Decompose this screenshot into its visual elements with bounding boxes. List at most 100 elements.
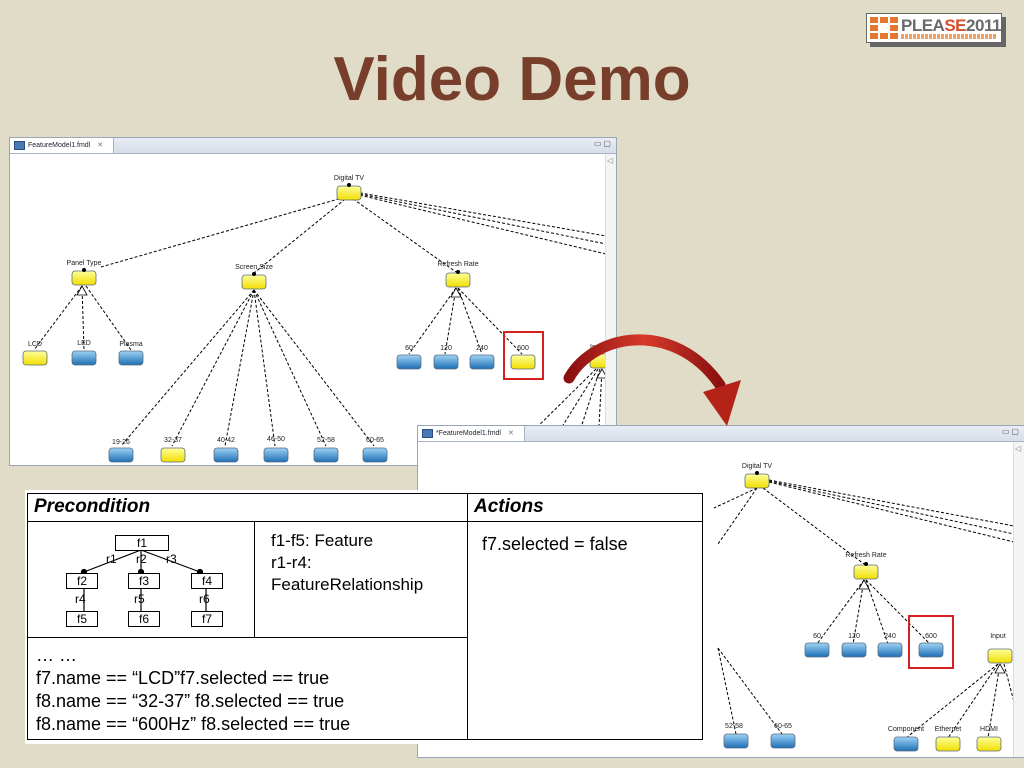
feature-nodes[interactable] xyxy=(22,185,606,463)
label-46-50: 46-50 xyxy=(267,436,285,443)
legend-cell: f1-f5: Feature r1-r4: FeatureRelationshi… xyxy=(254,521,468,638)
actions-cell: f7.selected = false xyxy=(467,521,703,740)
label-ethernet: Ethernet xyxy=(935,726,962,733)
label-240: 240 xyxy=(476,345,488,352)
condition-line: f8.name == “600Hz” f8.selected == true xyxy=(36,714,351,734)
actions-header: Actions xyxy=(467,493,703,522)
label-60-65: 60-65 xyxy=(366,437,384,444)
node-refresh-rate xyxy=(853,564,879,580)
legend-line: FeatureRelationship xyxy=(271,575,424,594)
condition-line: f7.name == “LCD”f7.selected == true xyxy=(36,668,330,688)
pattern-f4: f4 xyxy=(191,573,223,589)
node-panel-type xyxy=(71,270,97,286)
label-component: Component xyxy=(888,726,924,733)
editor-tab[interactable]: FeatureModel1.fmdl ✕ xyxy=(10,138,115,153)
logo-grid-icon xyxy=(870,17,898,39)
feature-nodes[interactable] xyxy=(723,473,1013,752)
close-icon[interactable]: ✕ xyxy=(97,142,104,149)
pattern-f6: f6 xyxy=(128,611,160,627)
selection-highlight xyxy=(908,615,954,669)
label-digital-tv: Digital TV xyxy=(742,463,773,470)
pattern-r3: r3 xyxy=(166,552,177,566)
model-file-icon xyxy=(14,141,25,150)
node-refresh-rate xyxy=(445,272,471,288)
label-panel-type: Panel Type xyxy=(67,260,102,267)
label-40-42: 40-42 xyxy=(217,437,235,444)
node-digital-tv xyxy=(744,473,770,489)
feature-model-canvas-2: Digital TV Refresh Rate Input 60 120 240… xyxy=(713,463,1014,752)
label-refresh-rate: Refresh Rate xyxy=(845,552,886,559)
node-120 xyxy=(433,354,459,370)
condition-line: … … xyxy=(36,645,78,665)
transformation-rule-table: Precondition Actions f1 r1 xyxy=(27,493,703,740)
editor-scrollbar[interactable]: ◁ xyxy=(1013,442,1024,757)
editor-tab[interactable]: *FeatureModel1.fmdl ✕ xyxy=(418,426,525,441)
label-hdmi: HDMI xyxy=(980,726,998,733)
label-input: Input xyxy=(990,633,1006,640)
node-60-65 xyxy=(770,733,796,749)
selection-highlight xyxy=(503,331,544,380)
precondition-header: Precondition xyxy=(27,493,468,522)
editor-scrollbar[interactable]: ◁ xyxy=(605,154,616,465)
node-32-37 xyxy=(160,447,186,463)
node-240 xyxy=(469,354,495,370)
node-ethernet xyxy=(935,736,961,752)
alternative-triangles xyxy=(76,285,606,379)
pattern-f5: f5 xyxy=(66,611,98,627)
pattern-cell: f1 r1 r2 r3 f2 f3 f4 r4 r5 r6 f5 f6 f7 xyxy=(27,521,255,638)
pattern-r4: r4 xyxy=(75,592,86,606)
node-19-26 xyxy=(108,447,134,463)
label-60: 60 xyxy=(405,345,413,352)
node-plasma xyxy=(118,350,144,366)
node-lcd xyxy=(22,350,48,366)
scroll-arrow-icon[interactable]: ◁ xyxy=(607,156,614,165)
pattern-r5: r5 xyxy=(134,592,145,606)
label-52-58: 52-58 xyxy=(725,723,743,730)
feature-edges xyxy=(33,191,606,447)
pattern-f3: f3 xyxy=(128,573,160,589)
curved-arrow-icon xyxy=(563,334,741,426)
node-600 xyxy=(510,354,536,370)
pattern-r2: r2 xyxy=(136,552,147,566)
pattern-r6: r6 xyxy=(199,592,210,606)
feature-edges xyxy=(713,479,1014,739)
node-input xyxy=(987,648,1013,664)
node-52-58 xyxy=(723,733,749,749)
label-screen-size: Screen Size xyxy=(235,264,273,271)
node-screen-size xyxy=(241,274,267,290)
label-digital-tv: Digital TV xyxy=(334,175,365,182)
logo-text: PLEASE2011 xyxy=(901,16,1001,35)
scroll-arrow-icon[interactable]: ◁ xyxy=(1015,444,1022,453)
mandatory-dots xyxy=(82,183,460,276)
window-buttons[interactable]: ▭▢ xyxy=(1001,427,1021,436)
node-40-42 xyxy=(213,447,239,463)
label-240: 240 xyxy=(884,633,896,640)
feature-model-editor-1: FeatureModel1.fmdl ✕ ▭▢ xyxy=(9,137,617,466)
label-120: 120 xyxy=(440,345,452,352)
legend-line: f1-f5: Feature xyxy=(271,531,374,550)
node-digital-tv xyxy=(336,185,362,201)
label-refresh-rate: Refresh Rate xyxy=(437,261,478,268)
node-52-58 xyxy=(313,447,339,463)
action-text: f7.selected = false xyxy=(482,534,628,554)
label-120: 120 xyxy=(848,633,860,640)
node-46-50 xyxy=(263,447,289,463)
node-60 xyxy=(804,642,830,658)
label-led: LED xyxy=(77,340,91,347)
node-600 xyxy=(918,642,944,658)
node-hdmi xyxy=(976,736,1002,752)
close-icon[interactable]: ✕ xyxy=(507,430,514,437)
pattern-f1: f1 xyxy=(115,535,169,551)
slide-title: Video Demo xyxy=(333,45,691,114)
legend-line: r1-r4: xyxy=(271,553,312,572)
node-120 xyxy=(841,642,867,658)
label-52-58: 52-58 xyxy=(317,437,335,444)
window-buttons[interactable]: ▭▢ xyxy=(593,139,613,148)
node-led xyxy=(71,350,97,366)
tab-label: *FeatureModel1.fmdl xyxy=(436,430,501,437)
node-component xyxy=(893,736,919,752)
label-lcd: LCD xyxy=(28,341,42,348)
label-60-65: 60-65 xyxy=(774,723,792,730)
node-60-65 xyxy=(362,447,388,463)
transformation-rule-panel: Precondition Actions f1 r1 xyxy=(25,490,710,744)
